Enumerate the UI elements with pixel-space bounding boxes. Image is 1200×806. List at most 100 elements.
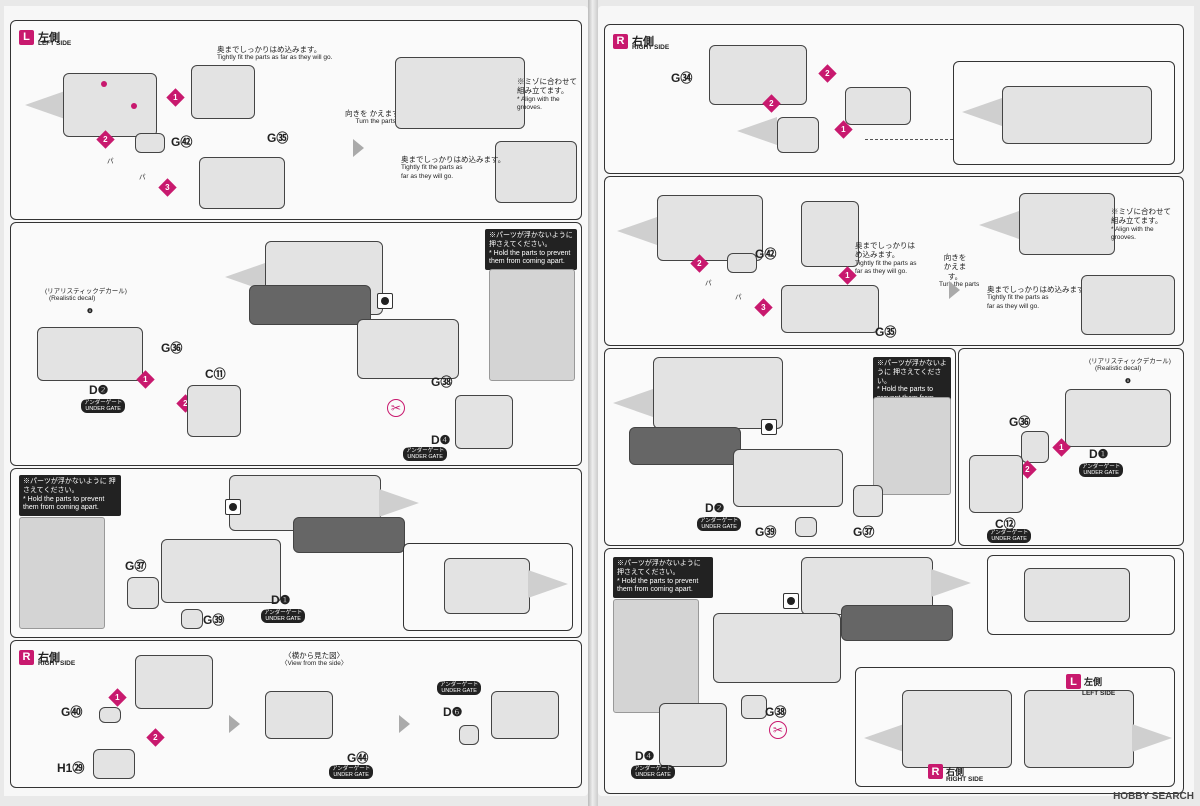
part-label: G㊹: [347, 751, 369, 765]
small-part: [93, 749, 135, 779]
turn-parts-note: 向きを かえます。 Turn the parts: [345, 109, 406, 127]
panel-assembly-3b: (リアリスティックデカール) (Realistic decal) ❽ G㊱ 1 …: [958, 348, 1184, 546]
assembled-part: [1024, 568, 1130, 622]
part-label: D❹: [635, 749, 655, 763]
armor-part: [733, 449, 843, 507]
mark-icon: [783, 593, 799, 609]
part-tag: パ: [107, 158, 114, 165]
panel-assembly-3: ※パーツが浮かないように 押さえてください。 * Hold the parts …: [604, 348, 956, 546]
side-view-caption-jp: 〈横から見た図〉: [284, 651, 345, 660]
part-label: G㉟: [267, 131, 289, 145]
armor-part: [845, 87, 911, 125]
arrow-right-icon: [399, 715, 410, 733]
small-part: [1021, 431, 1049, 463]
tight-fit-note-jp: 奥までしっかりはめ込みます。: [987, 285, 1092, 294]
drill-tip: [617, 217, 657, 245]
assembled-part: [902, 690, 1012, 768]
panel-assembly-2: ※パーツが浮かないように 押さえてください。 * Hold the parts …: [10, 222, 582, 466]
drill-tip: [613, 389, 653, 417]
part-label: D❶: [1089, 447, 1109, 461]
hand-photo: [613, 599, 699, 713]
part-label: G㊷: [755, 247, 777, 261]
part-label: D❻: [443, 705, 463, 719]
part-label: G㉟: [875, 325, 897, 339]
tight-fit-note: 奥までしっかりはめ込みます。 Tightly fit the parts as …: [855, 241, 925, 276]
decal-number: ❽: [87, 308, 93, 315]
tread-part: [629, 427, 741, 465]
side-title-en: LEFT SIDE: [1082, 690, 1116, 697]
drill-tip: [379, 489, 419, 517]
side-header: R 右側: [613, 33, 654, 49]
side-title-en: LEFT SIDE: [38, 40, 72, 47]
mark-icon: [761, 419, 777, 435]
part-tag: パ: [705, 280, 712, 287]
tight-fit-note-jp: 奥までしっかりはめ込みます。: [217, 45, 322, 54]
groove-note-en: * Align with the grooves.: [517, 95, 560, 111]
part-label: C⑫: [995, 517, 1016, 531]
drill-tip: [864, 724, 904, 752]
small-part: [969, 455, 1023, 513]
hold-note: ※パーツが浮かないように 押さえてください。 * Hold the parts …: [485, 229, 577, 270]
small-part: [455, 395, 513, 449]
drill-tip: [25, 91, 65, 119]
decal-note-jp: (リアリスティックデカール): [45, 288, 127, 295]
side-title-en: RIGHT SIDE: [632, 44, 670, 51]
side-title-jp: 左側: [1084, 677, 1103, 687]
final-view-inset: L 左側 LEFT SIDE R 右側 RIGHT SIDE: [855, 667, 1175, 787]
hold-note-jp: ※パーツが浮かないように 押さえてください。: [23, 478, 116, 494]
hold-note-en: * Hold the parts to prevent them from co…: [489, 249, 571, 266]
drill-tip: [1132, 724, 1172, 752]
part-label: G㉞: [671, 71, 693, 85]
groove-note-jp: ※ミゾに合わせて 組み立てます。: [1111, 207, 1171, 226]
hand-photo: [19, 517, 105, 629]
right-side-icon: R: [19, 649, 34, 665]
hold-note-jp: ※パーツが浮かないように 押さえてください。: [489, 232, 573, 248]
tread-part: [1081, 275, 1175, 335]
side-title-en: RIGHT SIDE: [38, 660, 76, 667]
side-view-part: [265, 691, 333, 739]
small-part: [659, 703, 727, 767]
side-title-jp: 右側: [946, 767, 965, 777]
small-part: [99, 707, 121, 723]
hold-note-en: * Hold the parts to prevent them from co…: [23, 495, 105, 512]
side-view-part: [491, 691, 559, 739]
panel-left-side-drill: L 左側 LEFT SIDE 奥までしっかりはめ込みます。 Tightly fi…: [10, 20, 582, 220]
result-inset: [403, 543, 573, 631]
arrow-right-icon: [949, 281, 960, 299]
book-spine: [588, 0, 598, 806]
part-label: G㊲: [853, 525, 875, 539]
tight-fit-note-en: Tightly fit the parts as: [401, 164, 463, 172]
side-view-caption: 〈横から見た図〉 〈View from the side〉: [281, 651, 347, 669]
tight-fit-note-jp: 奥までしっかりはめ込みます。: [401, 155, 506, 164]
turn-parts-note-jp: 向きを かえます。: [943, 253, 967, 281]
part-label: G㊱: [161, 341, 183, 355]
tight-fit-note-jp: 奥までしっかりはめ込みます。: [855, 241, 915, 260]
leader-line: [865, 139, 953, 140]
drill-body-part: [63, 73, 157, 137]
part-label: G㊵: [61, 705, 83, 719]
tight-fit-note-en: far as they will go.: [401, 172, 454, 180]
result-inset: [953, 61, 1175, 165]
left-side-icon: L: [19, 29, 34, 45]
hold-note-jp: ※パーツが浮かないように 押さえてください。: [877, 360, 947, 385]
armor-part: [191, 65, 255, 119]
assembled-part: [444, 558, 530, 614]
tight-fit-note: 奥までしっかりはめ込みます。 Tightly fit the parts as …: [217, 45, 332, 63]
part-tag: パ: [735, 294, 742, 301]
mark-icon: [225, 499, 241, 515]
groove-note: ※ミゾに合わせて 組み立てます。 * Align with the groove…: [517, 77, 577, 112]
groove-note-jp: ※ミゾに合わせて 組み立てます。: [517, 77, 577, 96]
armor-part: [801, 201, 859, 267]
armor-part: [161, 539, 281, 603]
side-header: L 左側: [1066, 674, 1102, 689]
part-label: G㊲: [125, 559, 147, 573]
tight-fit-note: 奥までしっかりはめ込みます。 Tightly fit the parts as …: [987, 285, 1091, 311]
part-label: D❹: [431, 433, 451, 447]
tread-part: [495, 141, 577, 203]
